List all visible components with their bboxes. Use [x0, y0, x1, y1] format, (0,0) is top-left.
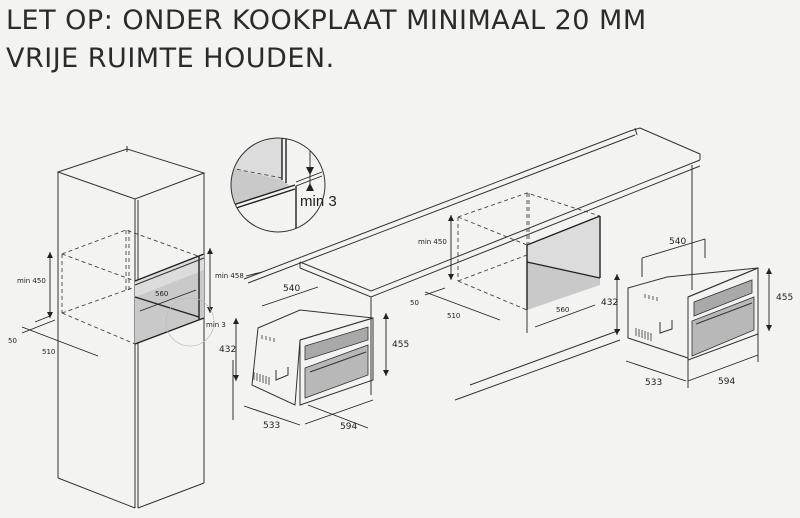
installation-warning-heading: LET OP: ONDER KOOKPLAAT MINIMAAL 20 MM V…	[6, 2, 647, 78]
heading-line-1: LET OP: ONDER KOOKPLAAT MINIMAAL 20 MM	[6, 5, 647, 36]
dim-left-455: 455	[392, 340, 409, 350]
dim-mid-560: 560	[556, 306, 569, 314]
dim-right-455: 455	[776, 293, 793, 303]
dim-mid-50: 50	[410, 299, 419, 307]
dim-left-432: 432	[219, 345, 236, 355]
dim-50: 50	[8, 337, 17, 345]
dim-right-432: 432	[601, 298, 618, 308]
dim-510: 510	[42, 348, 55, 356]
dim-min-458: min 458	[215, 272, 244, 280]
oven-right	[627, 267, 759, 361]
under-counter-niche	[457, 192, 601, 311]
dim-560: 560	[155, 290, 168, 298]
dim-min-3-small: min 3	[206, 321, 226, 329]
oven-left-dimensions: 540 432 455 533 594	[219, 284, 409, 432]
dim-left-540: 540	[283, 284, 300, 294]
dim-mid-min-450: min 450	[418, 238, 447, 246]
dim-right-540: 540	[669, 237, 686, 247]
detail-magnifier: min 3	[230, 137, 337, 233]
dim-mid-510: 510	[447, 312, 460, 320]
dim-left-594: 594	[340, 422, 357, 432]
under-counter-dimensions: min 450 50 510 560	[410, 215, 596, 333]
countertop	[232, 127, 701, 420]
dim-left-533: 533	[263, 421, 280, 431]
heading-line-2: VRIJE RUIMTE HOUDEN.	[6, 43, 335, 74]
tall-cabinet-dimensions: min 450 min 458 560 510 50 min 3	[8, 248, 263, 357]
detail-min-3-label: min 3	[300, 193, 337, 210]
dim-right-594: 594	[718, 377, 735, 387]
oven-left	[251, 309, 374, 406]
dim-right-533: 533	[645, 378, 662, 388]
oven-right-dimensions: 540 432 455 533 594	[601, 237, 793, 388]
dim-min-450: min 450	[17, 277, 46, 285]
tall-cabinet	[56, 146, 206, 509]
